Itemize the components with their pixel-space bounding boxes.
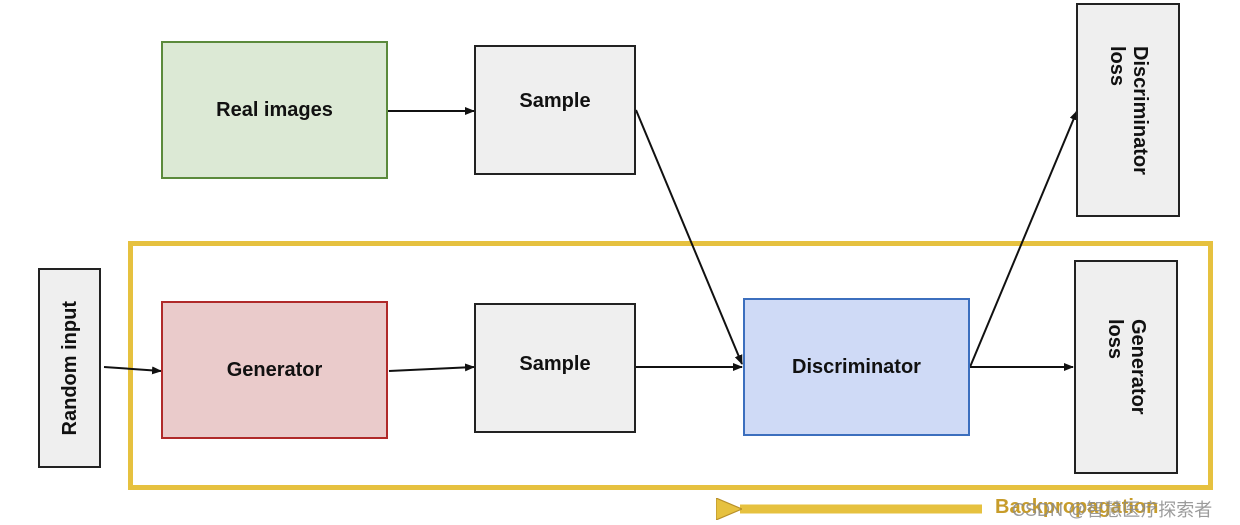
backpropagation-label: Backpropagation bbox=[995, 496, 1159, 518]
discriminator-loss-node: Discriminator loss bbox=[1076, 3, 1180, 217]
generator-node: Generator bbox=[161, 301, 388, 439]
random-input-label: Random input bbox=[58, 300, 81, 436]
sample-bottom-label: Sample bbox=[519, 352, 591, 375]
real-images-node: Real images bbox=[161, 41, 388, 179]
watermark-text: CSDN @智慧医疗探索者 bbox=[1012, 500, 1213, 520]
sample-bottom-node: Sample bbox=[474, 303, 636, 433]
discriminator-node: Discriminator bbox=[743, 298, 970, 436]
generator-label: Generator bbox=[226, 358, 323, 381]
arrow-discriminator-to-dloss bbox=[969, 110, 1078, 368]
real-images-label: Real images bbox=[216, 98, 333, 121]
arrow-random-to-generator bbox=[103, 366, 162, 375]
arrow-generator-to-sample bbox=[388, 363, 475, 372]
discriminator-loss-label: Discriminator loss bbox=[1106, 45, 1151, 175]
sample-top-label: Sample bbox=[519, 89, 591, 112]
discriminator-label: Discriminator bbox=[792, 355, 921, 378]
generator-loss-label: Generator loss bbox=[1104, 319, 1149, 415]
backpropagation-frame bbox=[128, 241, 1213, 490]
generator-loss-node: Generator loss bbox=[1074, 260, 1178, 474]
arrow-sample-to-discriminator bbox=[635, 109, 743, 365]
random-input-node: Random input bbox=[38, 268, 101, 468]
sample-top-node: Sample bbox=[474, 45, 636, 175]
